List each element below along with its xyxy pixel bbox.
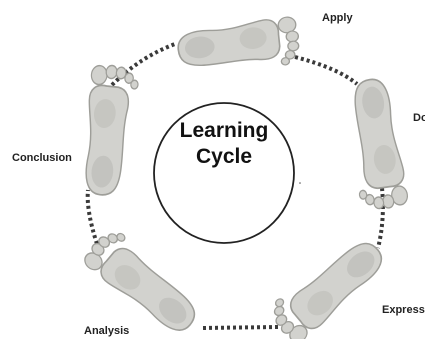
center-title-line-1: Learning	[179, 119, 269, 142]
stage-label-express: Express	[382, 304, 425, 316]
stage-label-do: Do	[413, 112, 425, 124]
stage-label-apply: Apply	[322, 12, 353, 24]
connector-conclusion-apply	[110, 42, 176, 87]
stage-label-analysis: Analysis	[84, 325, 130, 337]
stage-label-conclusion: Conclusion	[12, 152, 72, 164]
footprint-express	[264, 228, 393, 344]
center-title-line-2: Cycle	[195, 145, 253, 168]
center-title: Learning Cycle	[153, 118, 295, 170]
connector-express-analysis	[201, 325, 279, 330]
footprint-analysis	[79, 223, 208, 342]
connector-do-express	[376, 187, 385, 249]
footprint-do	[342, 75, 410, 213]
center-circle	[153, 102, 295, 244]
dotted-connectors	[85, 42, 385, 330]
footprint-apply	[175, 15, 303, 77]
connector-analysis-conclusion	[85, 189, 99, 245]
footprint-conclusion	[78, 62, 141, 199]
connector-apply-do	[294, 55, 359, 86]
